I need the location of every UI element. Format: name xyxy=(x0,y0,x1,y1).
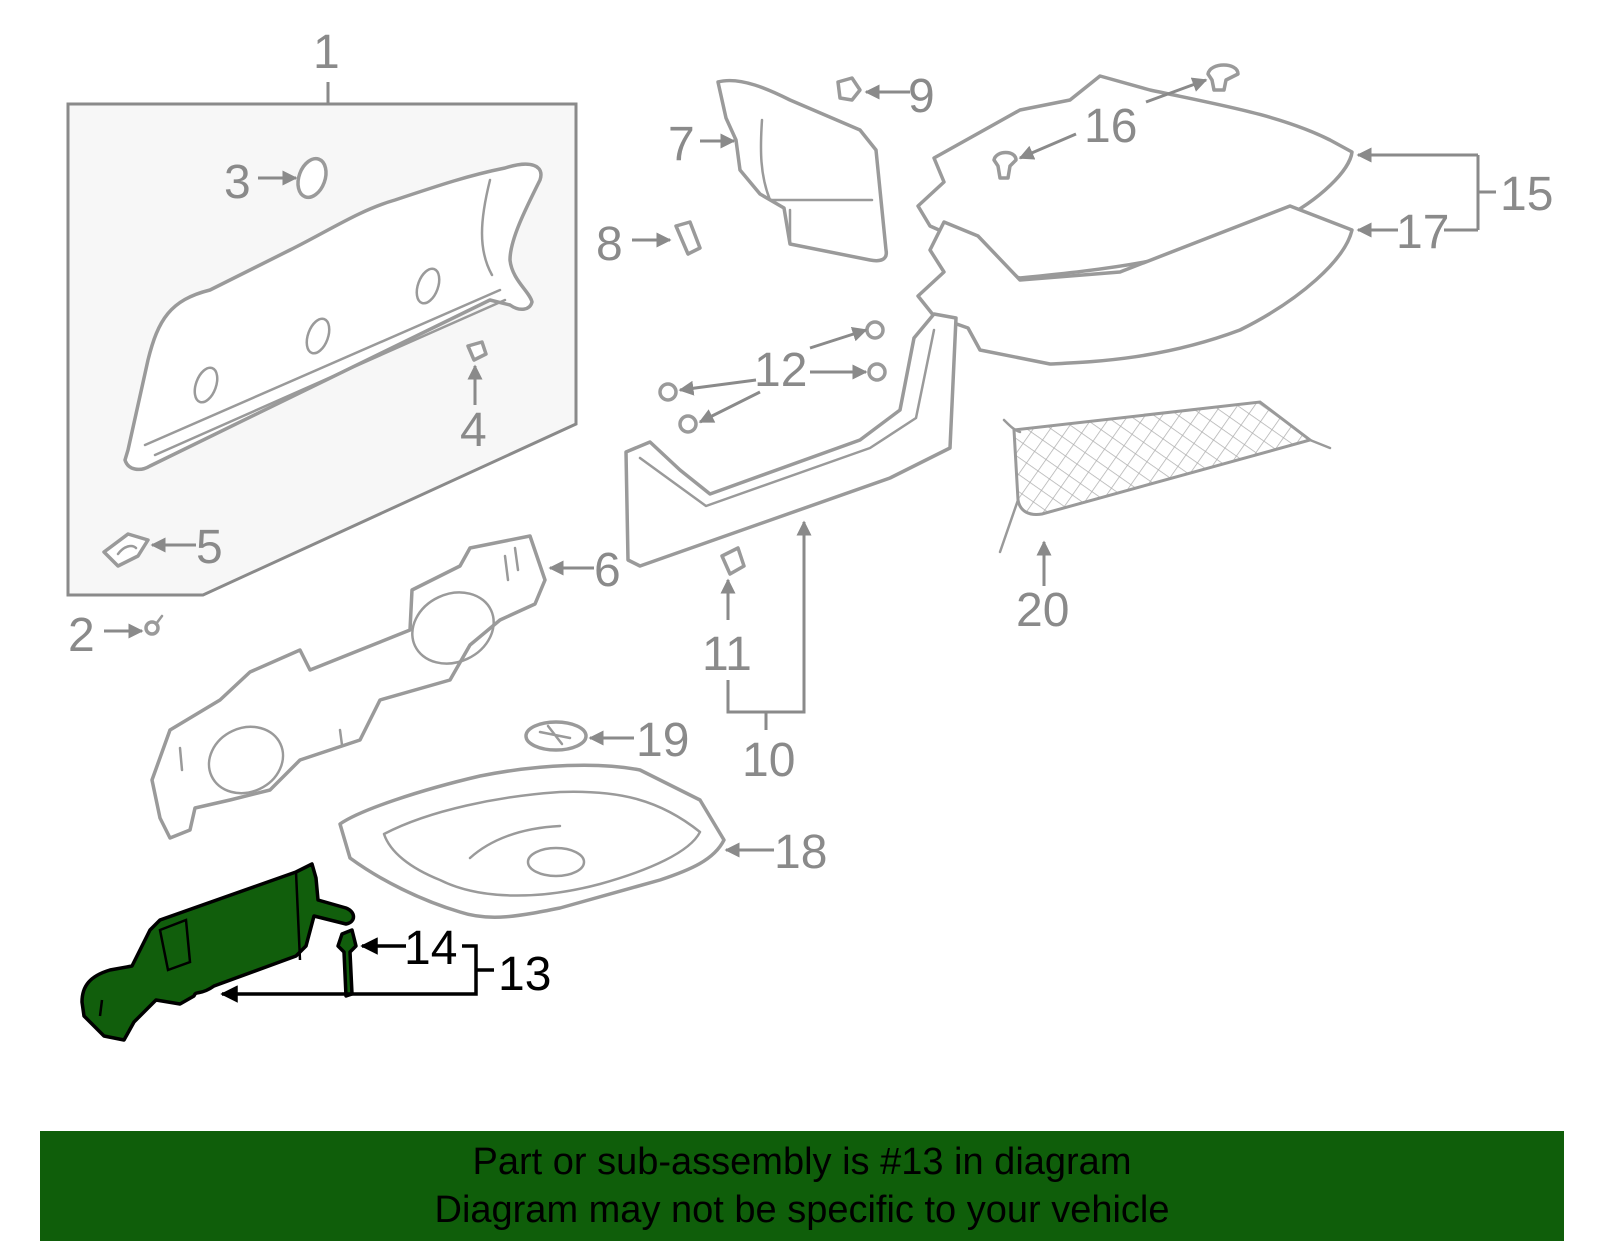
callout-13: 13 xyxy=(498,948,551,1001)
info-banner: Part or sub-assembly is #13 in diagram D… xyxy=(40,1131,1564,1241)
part-12-fasteners xyxy=(658,320,887,434)
part-19-cap xyxy=(524,720,588,752)
callout-6: 6 xyxy=(594,544,621,597)
callout-10: 10 xyxy=(742,734,795,787)
callout-3: 3 xyxy=(224,156,251,209)
callout-20: 20 xyxy=(1016,584,1069,637)
part-18-spare-tire-cover xyxy=(338,763,726,919)
callout-14: 14 xyxy=(404,922,457,975)
part-7-side-trim xyxy=(716,78,889,263)
part-1-rear-trim-panel xyxy=(123,162,543,472)
part-20-cargo-net xyxy=(998,400,1332,554)
callout-2: 2 xyxy=(68,609,95,662)
banner-line-1: Part or sub-assembly is #13 in diagram xyxy=(472,1141,1132,1183)
callout-8: 8 xyxy=(596,218,623,271)
callout-4: 4 xyxy=(460,404,487,457)
callout-16: 16 xyxy=(1084,100,1137,153)
part-8-clip xyxy=(674,220,702,256)
part-13-highlighted-bracket xyxy=(80,862,356,1042)
callout-11: 11 xyxy=(702,628,752,681)
callout-5: 5 xyxy=(196,521,223,574)
part-16-retainer xyxy=(992,63,1240,180)
callout-9: 9 xyxy=(908,70,935,123)
callout-18: 18 xyxy=(774,826,827,879)
callout-15: 15 xyxy=(1500,168,1553,221)
callout-17: 17 xyxy=(1396,206,1449,259)
callout-7: 7 xyxy=(668,118,695,171)
part-14-bolt xyxy=(336,928,358,998)
callout-1: 1 xyxy=(313,26,340,79)
part-3-plug xyxy=(296,156,328,200)
part-4-clip xyxy=(466,340,488,362)
part-17-trunk-floor-liner xyxy=(916,204,1354,366)
part-11-clip xyxy=(720,546,746,576)
part-5-retainer xyxy=(102,532,150,568)
part-2-screw xyxy=(144,614,164,636)
callout-12: 12 xyxy=(754,344,807,397)
callout-19: 19 xyxy=(636,714,689,767)
banner-line-2: Diagram may not be specific to your vehi… xyxy=(434,1189,1170,1231)
part-9-fastener xyxy=(836,76,862,102)
part-6-speaker-panel xyxy=(150,534,547,840)
part-10-sill-plate xyxy=(624,312,958,568)
